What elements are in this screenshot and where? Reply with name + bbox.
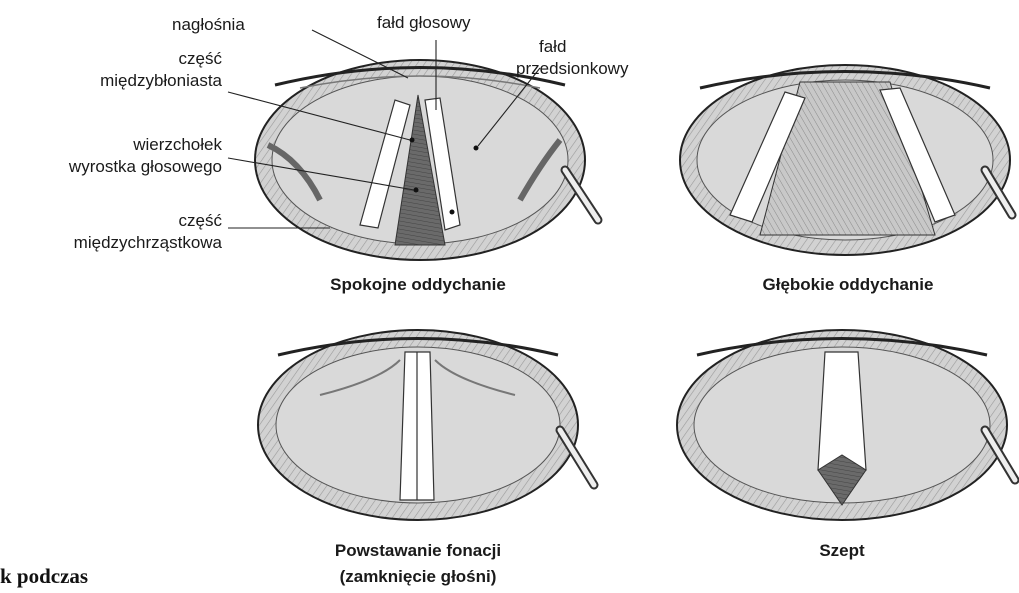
label-fald-przedsionkowy-1: fałd (539, 37, 566, 56)
panel-deep-breathing (680, 65, 1012, 255)
caption-zamkniecie-glosni: (zamknięcie głośni) (340, 567, 497, 586)
caption-glebokie-oddychanie: Głębokie oddychanie (763, 275, 934, 294)
label-czesc-miedzychrz-2: międzychrząstkowa (74, 233, 223, 252)
label-czesc-miedzyblon-1: część (179, 49, 223, 68)
panel-phonation (258, 330, 594, 520)
label-czesc-miedzyblon-2: międzybłoniasta (100, 71, 222, 90)
cropped-body-text: k podczas (0, 564, 88, 588)
caption-spokojne-oddychanie: Spokojne oddychanie (330, 275, 506, 294)
label-wierzcholek-2: wyrostka głosowego (68, 157, 222, 176)
label-wierzcholek-1: wierzchołek (132, 135, 222, 154)
glottis (818, 352, 866, 470)
label-fald-przedsionkowy-2: przedsionkowy (516, 59, 629, 78)
panel-quiet-breathing (255, 60, 598, 260)
panel-whisper (677, 330, 1015, 520)
label-czesc-miedzychrz-1: część (179, 211, 223, 230)
caption-szept: Szept (819, 541, 865, 560)
label-naglosnia: nagłośnia (172, 15, 245, 34)
label-fald-glosowy: fałd głosowy (377, 13, 471, 32)
caption-powstawanie-fonacji: Powstawanie fonacji (335, 541, 501, 560)
